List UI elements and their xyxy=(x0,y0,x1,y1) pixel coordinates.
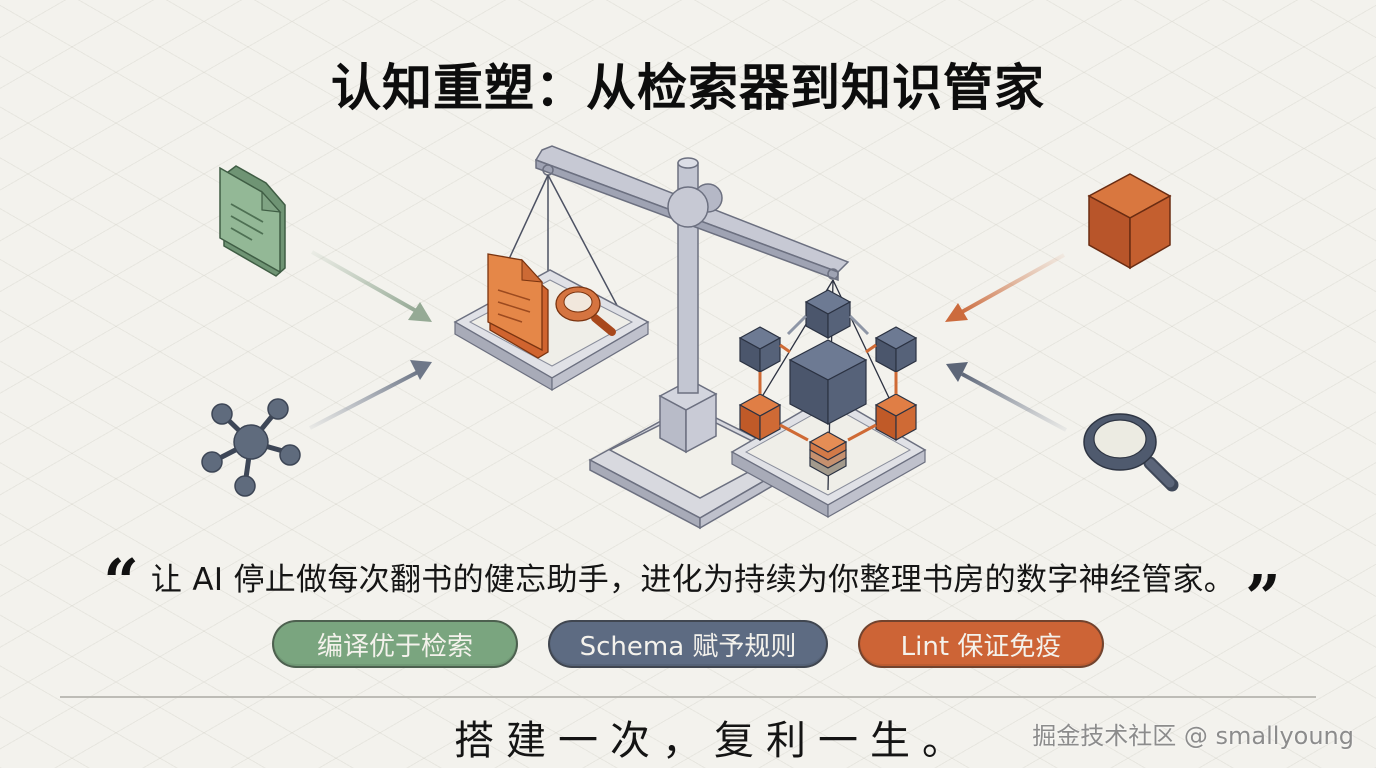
page-title: 认知重塑：从检索器到知识管家 xyxy=(331,59,1045,117)
network-graph-icon xyxy=(201,398,301,497)
pill-schema-rules: Schema 赋予规则 xyxy=(548,620,828,668)
arrow-green xyxy=(311,250,432,322)
arrow-orange xyxy=(945,253,1065,322)
pill-lint-immunity: Lint 保证免疫 xyxy=(858,620,1104,668)
close-quote-icon: ” xyxy=(1245,561,1281,634)
document-icon xyxy=(219,165,286,277)
quote: “ 让 AI 停止做每次翻书的健忘助手，进化为持续为你整理书房的数字神经管家。 … xyxy=(82,548,1302,629)
open-quote-icon: “ xyxy=(103,545,139,618)
quote-text: 让 AI 停止做每次翻书的健忘助手，进化为持续为你整理书房的数字神经管家。 xyxy=(150,561,1236,598)
slogan: 搭建一次，复利一生。 xyxy=(454,718,974,764)
left-pan xyxy=(453,174,650,392)
magnifier-icon xyxy=(1083,413,1179,492)
arrow-slate xyxy=(309,360,432,430)
arrow-blue xyxy=(946,362,1067,432)
cube-icon xyxy=(1087,173,1172,270)
scale-beam xyxy=(534,145,850,282)
divider xyxy=(60,696,1316,698)
scale-illustration xyxy=(201,145,1179,530)
principle-pills: 编译优于检索 Schema 赋予规则 Lint 保证免疫 xyxy=(0,620,1376,668)
pill-compile-over-retrieve: 编译优于检索 xyxy=(272,620,518,668)
knowledge-cube-network xyxy=(738,289,918,477)
watermark: 掘金技术社区 @ smallyoung xyxy=(1032,722,1354,750)
